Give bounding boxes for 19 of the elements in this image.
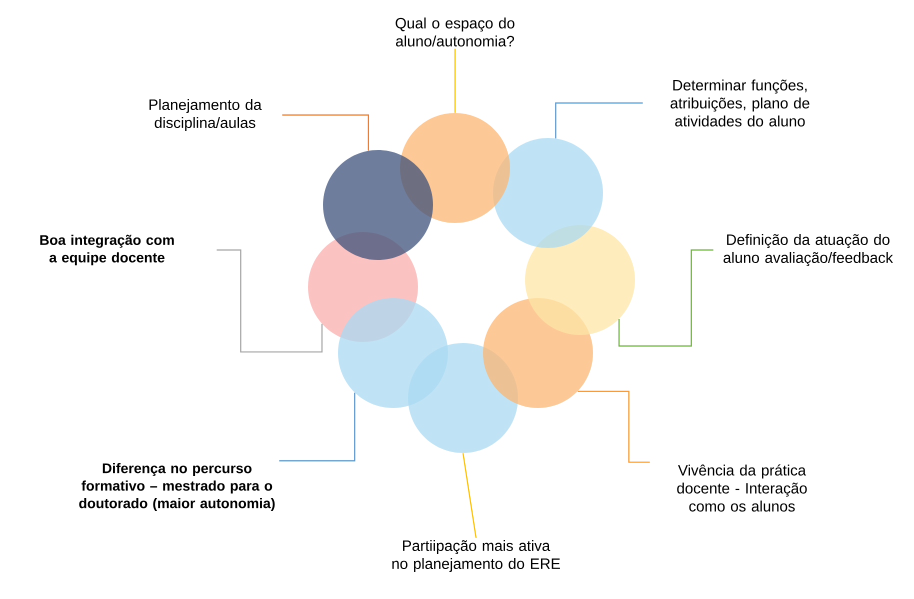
leader-line [578,390,650,463]
leader-line [279,392,356,462]
leader-line [282,114,370,151]
circle-shape [525,225,635,335]
callout-text: Diferença no percurso formativo – mestrado para o doutorado (maior autonomia) [79,462,275,512]
leader-line [462,453,477,538]
callout-text: Planejamento da disciplina/aulas [150,99,262,131]
callout-text: Partiipação mais ativa no planejamento do ERE [392,540,560,572]
callout-text: Determinar funções, atribuições, plano de atividades do aluno [670,80,810,126]
leader-line [618,249,714,347]
leader-line [216,249,323,353]
callout-text: Vivência da prática docente - Interação como os alunos [677,464,807,512]
callout-text: Qual o espaço do aluno/autonomia? [396,18,514,46]
callout-text: Definição da atuação do aluno avaliação/feedback [724,234,894,266]
callout-text: Boa integração com a equipe docente [40,234,174,266]
leader-line [555,102,643,138]
circle-shape [493,138,603,248]
leader-line [454,48,456,113]
circle-shape [323,150,433,260]
